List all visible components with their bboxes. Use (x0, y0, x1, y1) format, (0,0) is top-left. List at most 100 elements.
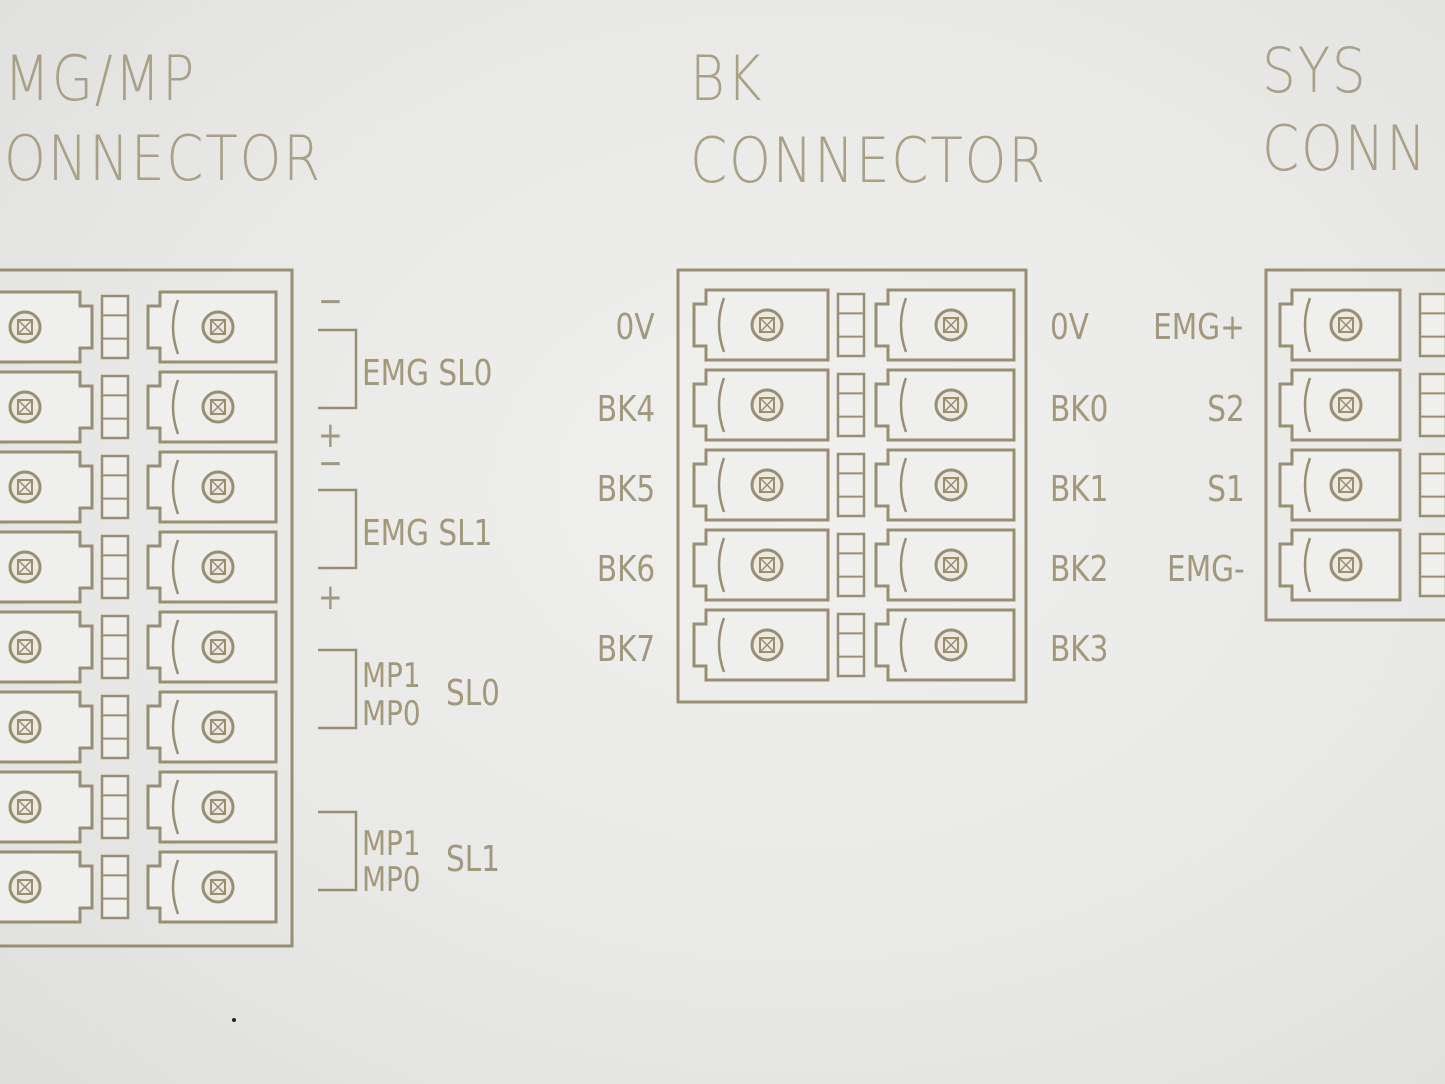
bk-left-label-2: BK5 (596, 469, 655, 510)
pin-stack (836, 292, 866, 358)
screw-slot (210, 319, 226, 335)
pin-stack (100, 534, 130, 600)
mgmp-mp0-label-b: MP0 (362, 860, 421, 900)
screw-head (943, 477, 959, 493)
bk-left-label-1: BK4 (596, 389, 655, 430)
screw-slot (1338, 317, 1354, 333)
screw-head (943, 317, 959, 333)
mgmp-frame (0, 268, 294, 948)
screw-head (210, 399, 226, 415)
mgmp-minus-1: − (318, 281, 343, 322)
pin-stack (1418, 532, 1445, 598)
screw-head (210, 639, 226, 655)
screw-slot (210, 719, 226, 735)
screw-slot (17, 639, 33, 655)
terminal-curve (717, 537, 726, 593)
screw-head (1338, 477, 1354, 493)
pin-stack (1418, 292, 1445, 358)
terminal-curve (171, 539, 180, 595)
mgmp-signal-brackets (318, 328, 358, 892)
bk-right-label-1: BK0 (1050, 389, 1109, 430)
bk-right-label-3: BK2 (1050, 549, 1109, 590)
screw-head (759, 477, 775, 493)
sys-title-line2: CONN (1262, 112, 1428, 185)
screw-slot (759, 397, 775, 413)
screw-slot (943, 557, 959, 573)
screw-slot (17, 719, 33, 735)
screw-head (759, 397, 775, 413)
terminal-curve (899, 537, 908, 593)
pin-stack (100, 374, 130, 440)
mgmp-title-line1: MG/MP (4, 42, 197, 115)
screw-head (210, 479, 226, 495)
terminal-cell (0, 370, 94, 444)
pin-stack (100, 454, 130, 520)
screw-head (17, 639, 33, 655)
sys-title-line1: SYS (1262, 34, 1368, 107)
mgmp-mp1-label-a: MP1 (362, 656, 421, 696)
screw-head (210, 719, 226, 735)
screw-head (759, 317, 775, 333)
screw-head (759, 557, 775, 573)
pin-stack (100, 614, 130, 680)
screw-head (943, 397, 959, 413)
terminal-curve (171, 299, 180, 355)
screw-slot (943, 317, 959, 333)
surface-speck (232, 1018, 236, 1022)
bracket-mp-sl1 (318, 810, 358, 892)
terminal-curve (717, 377, 726, 433)
screw-slot (759, 477, 775, 493)
terminal-curve (171, 619, 180, 675)
bk-right-label-2: BK1 (1050, 469, 1109, 510)
pin-stack (100, 694, 130, 760)
bk-right-label-0: 0V (1050, 307, 1089, 348)
bk-right-label-4: BK3 (1050, 629, 1109, 670)
pin-stack (836, 612, 866, 678)
screw-head (1338, 317, 1354, 333)
mgmp-connector-block (0, 268, 294, 948)
pin-stack (1418, 452, 1445, 518)
terminal-curve (171, 379, 180, 435)
screw-head (1338, 557, 1354, 573)
terminal-curve (171, 859, 180, 915)
pin-stack (1418, 372, 1445, 438)
screw-head (943, 557, 959, 573)
terminal-curve (1303, 377, 1312, 433)
terminal-curve (171, 779, 180, 835)
screw-slot (210, 879, 226, 895)
terminal-curve (899, 457, 908, 513)
screw-head (210, 319, 226, 335)
terminal-cell (0, 770, 94, 844)
screw-slot (17, 479, 33, 495)
screw-head (210, 879, 226, 895)
screw-slot (17, 799, 33, 815)
mgmp-signal-emg-sl1: EMG SL1 (362, 513, 493, 554)
screw-slot (17, 319, 33, 335)
screw-slot (17, 879, 33, 895)
pin-stack (100, 774, 130, 840)
bracket-emg-sl1 (318, 488, 358, 570)
terminal-curve (1303, 537, 1312, 593)
mgmp-plus-2: + (318, 577, 343, 618)
screw-slot (1338, 477, 1354, 493)
screw-head (1338, 397, 1354, 413)
terminal-cell (0, 530, 94, 604)
terminal-curve (1303, 457, 1312, 513)
screw-slot (210, 799, 226, 815)
terminal-cell (0, 610, 94, 684)
terminal-cell (0, 290, 94, 364)
pin-stack (100, 294, 130, 360)
sys-connector-block (1264, 268, 1445, 622)
screw-head (17, 879, 33, 895)
screw-head (17, 479, 33, 495)
pin-stack (836, 372, 866, 438)
terminal-curve (899, 297, 908, 353)
sys-left-label-0: EMG+ (1153, 307, 1245, 348)
mgmp-signal-emg-sl0: EMG SL0 (362, 353, 493, 394)
screw-head (17, 319, 33, 335)
screw-slot (943, 397, 959, 413)
pin-stack (100, 854, 130, 920)
bk-left-label-4: BK7 (596, 629, 655, 670)
screw-slot (759, 637, 775, 653)
